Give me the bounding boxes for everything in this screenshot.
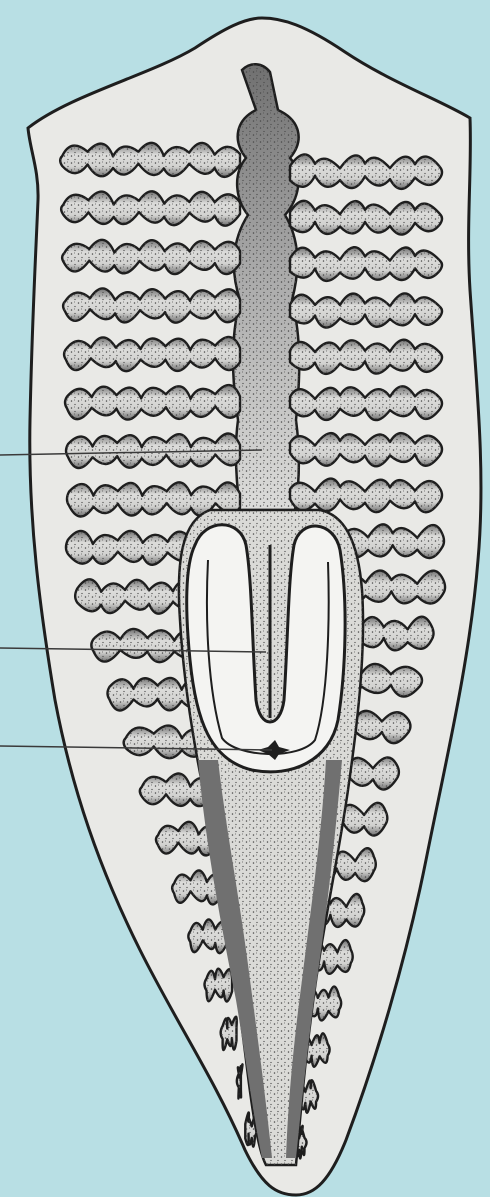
planarian-diagram	[0, 0, 490, 1197]
diagram-stage	[0, 0, 490, 1197]
